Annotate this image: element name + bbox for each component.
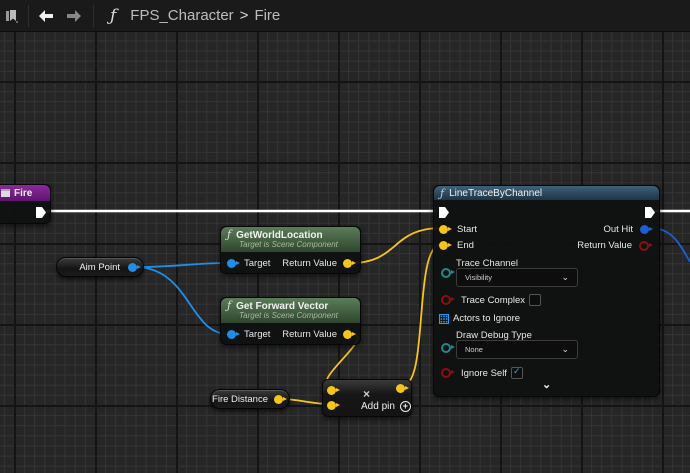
ignore-self-row: Ignore Self	[441, 366, 523, 379]
graph-toolbar: ƒ FPS_Character > Fire	[0, 0, 690, 32]
fire-entry-node[interactable]: Fire	[0, 184, 51, 224]
trace-channel-input-pin[interactable]	[441, 268, 455, 278]
multiply-node[interactable]: × Add pin +	[322, 379, 412, 417]
fire-distance-output-pin[interactable]	[274, 394, 287, 404]
trace-complex-checkbox[interactable]	[529, 294, 542, 306]
target-input-pin[interactable]	[227, 330, 240, 339]
trace-channel-label: Trace Channel	[456, 258, 518, 269]
toolbar-separator	[93, 4, 94, 27]
array-pin-icon[interactable]	[439, 313, 449, 324]
breadcrumb-blueprint[interactable]: FPS_Character	[130, 7, 234, 24]
start-label: Start	[457, 224, 478, 235]
chevron-down-icon: ⌄	[561, 344, 569, 354]
function-icon: ƒ	[440, 186, 445, 200]
function-icon: ƒ	[227, 228, 232, 241]
trace-complex-label: Trace Complex	[461, 294, 526, 306]
ignore-self-input-pin[interactable]	[441, 368, 455, 378]
get-world-location-node[interactable]: ƒ GetWorldLocation Target is Scene Compon…	[220, 226, 361, 274]
arrow-left-icon[interactable]	[35, 9, 57, 22]
return-value-output-pin[interactable]	[343, 259, 356, 268]
end-label: End	[457, 240, 474, 251]
fire-distance-variable-node[interactable]: Fire Distance	[210, 389, 290, 409]
out-hit-output-pin[interactable]	[640, 225, 653, 234]
aim-point-output-pin[interactable]	[128, 262, 141, 272]
trace-complex-row: Trace Complex	[441, 294, 542, 306]
trace-complex-input-pin[interactable]	[441, 295, 455, 305]
event-icon	[1, 189, 10, 197]
multiply-output-pin[interactable]	[396, 384, 409, 393]
target-input-row: Target	[227, 258, 270, 269]
trace-channel-value: Visibility	[465, 273, 492, 282]
draw-debug-type-input-pin[interactable]	[441, 343, 455, 353]
arrow-right-icon[interactable]	[63, 9, 85, 22]
return-value-label: Return Value	[282, 258, 337, 269]
get-world-location-header: ƒ GetWorldLocation Target is Scene Compon…	[221, 227, 360, 252]
fire-entry-title: Fire	[14, 187, 33, 199]
get-world-location-title: GetWorldLocation	[236, 230, 323, 241]
ignore-self-label: Ignore Self	[461, 367, 507, 379]
chevron-down-icon[interactable]: ⌄	[542, 379, 552, 391]
exec-out-pin[interactable]	[36, 207, 46, 218]
multiply-input-a-pin[interactable]	[327, 386, 340, 395]
return-value-label: Return Value	[282, 329, 337, 340]
line-trace-by-channel-node[interactable]: ƒ LineTraceByChannel Start End Out Hit R…	[433, 185, 660, 397]
fire-distance-label: Fire Distance	[212, 393, 268, 405]
get-forward-vector-header: ƒ Get Forward Vector Target is Scene Comp…	[221, 298, 360, 323]
actors-to-ignore-row: Actors to Ignore	[439, 313, 520, 324]
return-value-label: Return Value	[577, 240, 632, 251]
start-input-pin[interactable]	[439, 225, 452, 234]
aim-point-variable-node[interactable]: Aim Point	[56, 257, 144, 277]
ignore-self-checkbox[interactable]	[510, 366, 523, 379]
out-hit-row: Out Hit	[603, 224, 653, 235]
start-input-row: Start	[439, 224, 477, 235]
out-hit-label: Out Hit	[603, 224, 633, 235]
target-input-pin[interactable]	[227, 259, 240, 268]
toolbar-separator	[28, 4, 29, 27]
line-trace-header: ƒ LineTraceByChannel	[434, 186, 659, 200]
multiply-input-b-pin[interactable]	[327, 401, 340, 410]
target-label: Target	[244, 258, 271, 269]
return-value-row: Return Value	[282, 258, 356, 269]
exec-in-pin[interactable]	[439, 207, 449, 218]
chevron-down-icon: ⌄	[561, 272, 569, 282]
breadcrumb-separator: >	[239, 7, 249, 24]
function-icon: ƒ	[227, 299, 232, 312]
bookmark-icon[interactable]	[2, 9, 22, 23]
return-value-output-pin[interactable]	[343, 330, 356, 339]
return-value-row: Return Value	[577, 240, 653, 251]
get-forward-vector-subtitle: Target is Scene Component	[239, 311, 338, 320]
get-world-location-subtitle: Target is Scene Component	[239, 240, 338, 249]
target-label: Target	[244, 329, 271, 340]
get-forward-vector-node[interactable]: ƒ Get Forward Vector Target is Scene Comp…	[220, 297, 361, 345]
exec-out-pin[interactable]	[645, 207, 655, 218]
draw-debug-type-dropdown[interactable]: None ⌄	[456, 340, 578, 359]
get-forward-vector-title: Get Forward Vector	[236, 301, 329, 312]
aim-point-label: Aim Point	[79, 261, 120, 273]
draw-debug-type-value: None	[465, 345, 483, 354]
target-input-row: Target	[227, 329, 270, 340]
add-pin-icon: +	[399, 401, 411, 412]
return-value-output-pin[interactable]	[639, 240, 653, 251]
end-input-pin[interactable]	[439, 241, 452, 250]
end-input-row: End	[439, 240, 474, 251]
line-trace-title: LineTraceByChannel	[449, 187, 543, 199]
add-pin-button[interactable]: Add pin +	[361, 401, 411, 412]
draw-debug-type-label: Draw Debug Type	[456, 330, 532, 341]
multiply-operator-icon: ×	[363, 387, 371, 401]
trace-channel-dropdown[interactable]: Visibility ⌄	[456, 268, 578, 287]
fire-entry-header: Fire	[0, 185, 50, 201]
breadcrumb-function[interactable]: Fire	[254, 7, 281, 24]
return-value-row: Return Value	[282, 329, 356, 340]
add-pin-label: Add pin	[361, 401, 395, 412]
function-icon: ƒ	[110, 5, 117, 26]
actors-to-ignore-label: Actors to Ignore	[453, 313, 521, 324]
